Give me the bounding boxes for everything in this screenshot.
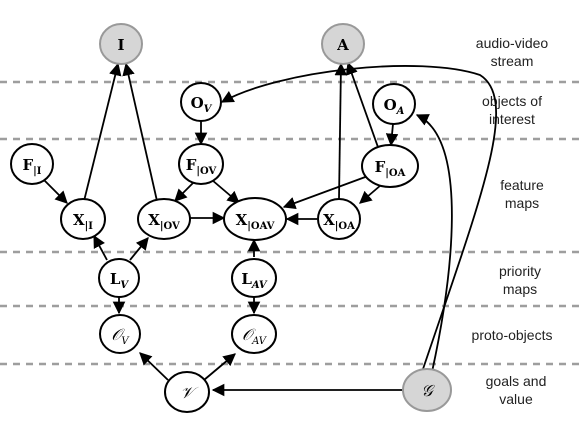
node-LV: LV [98,258,140,298]
node-XI: X|I [60,198,106,240]
svg-text:LV: LV [110,270,130,291]
band-label-objects-1: objects of [482,93,542,109]
node-XOAV: X|OAV [223,197,287,241]
edge-FOV-XOAV [211,179,240,204]
svg-text:I: I [117,36,124,54]
edge-XI-I [83,62,122,202]
svg-text:X|OV: X|OV [148,211,180,232]
edge-V-PAV [203,353,236,381]
node-I: I [99,23,143,65]
node-FOA: F|OA [361,144,419,188]
edge-FOA-A [345,61,380,151]
node-OV: OV [180,82,222,122]
band-label-feature-1: feature [500,177,544,193]
node-G: 𝒢 [402,368,452,412]
svg-text:OA: OA [384,96,405,117]
node-PV: 𝒪V [99,314,141,354]
node-A: A [321,23,365,65]
node-FOV: F|OV [178,143,224,185]
edge-FOA-XOAV [282,175,369,209]
nodes: I A OV OA F|I F|OV F|OA X|I [10,23,452,413]
svg-text:F|OV: F|OV [186,156,217,177]
svg-text:𝒢: 𝒢 [421,381,435,400]
band-label-audio-video-1: audio-video [476,35,549,51]
edge-G-OA [415,114,453,373]
edge-FI-XI [43,179,68,204]
edges [43,61,497,397]
svg-text:F|OA: F|OA [375,158,406,179]
svg-text:X|OA: X|OA [323,211,355,232]
band-label-objects-2: interest [489,111,535,127]
band-label-proto: proto-objects [472,327,553,343]
svg-text:OV: OV [191,94,213,115]
edge-OA-FOA [385,123,399,147]
edge-XOA-A [334,62,348,200]
band-labels: audio-video stream objects of interest f… [472,35,553,407]
band-label-priority-1: priority [499,263,541,279]
node-XOA: X|OA [317,198,361,240]
edge-LV-XI [93,234,108,261]
node-OA: OA [372,83,416,125]
edge-V-PV [139,352,169,381]
svg-text:X|I: X|I [73,211,93,232]
band-label-priority-2: maps [503,281,537,297]
band-label-goals-2: value [499,391,533,407]
svg-text:A: A [336,36,349,54]
node-V: 𝒱 [164,371,210,413]
edge-G-OV [220,65,497,373]
edge-XOV-I [122,62,158,202]
band-label-feature-2: maps [505,195,539,211]
node-PAV: 𝒪AV [231,314,277,354]
edge-FOV-XOV [174,181,195,202]
svg-text:F|I: F|I [23,156,42,177]
svg-text:LAV: LAV [241,270,268,291]
band-label-goals-1: goals and [486,373,547,389]
node-XOV: X|OV [137,198,191,240]
edge-FOA-XOA [359,184,382,204]
node-FI: F|I [10,143,54,185]
svg-text:X|OAV: X|OAV [236,211,275,232]
band-label-audio-video-2: stream [491,53,534,69]
node-LAV: LAV [231,258,277,298]
edge-LV-XOV [129,237,149,261]
